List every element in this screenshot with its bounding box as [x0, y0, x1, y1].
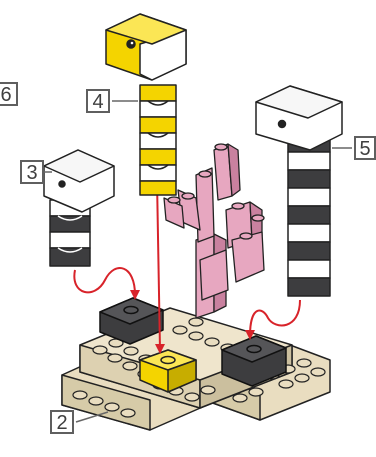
dark-brick-right	[221, 335, 287, 387]
label-leader-lines	[44, 100, 352, 423]
step-label-partial: 6	[0, 82, 18, 106]
step-label-2: 2	[50, 410, 74, 434]
arrow-heads	[130, 290, 255, 354]
step-label-4: 4	[86, 89, 110, 113]
step-label-5: 5	[354, 136, 376, 160]
yellow-brick-base	[139, 349, 197, 393]
yellow-white-column	[105, 13, 187, 196]
placement-arrows	[73, 179, 301, 351]
step-label-3: 3	[20, 160, 44, 184]
dark-white-column-right	[255, 85, 343, 297]
dark-brick-left	[99, 297, 164, 345]
pink-coral	[163, 143, 265, 319]
dark-white-column-left	[43, 149, 115, 267]
